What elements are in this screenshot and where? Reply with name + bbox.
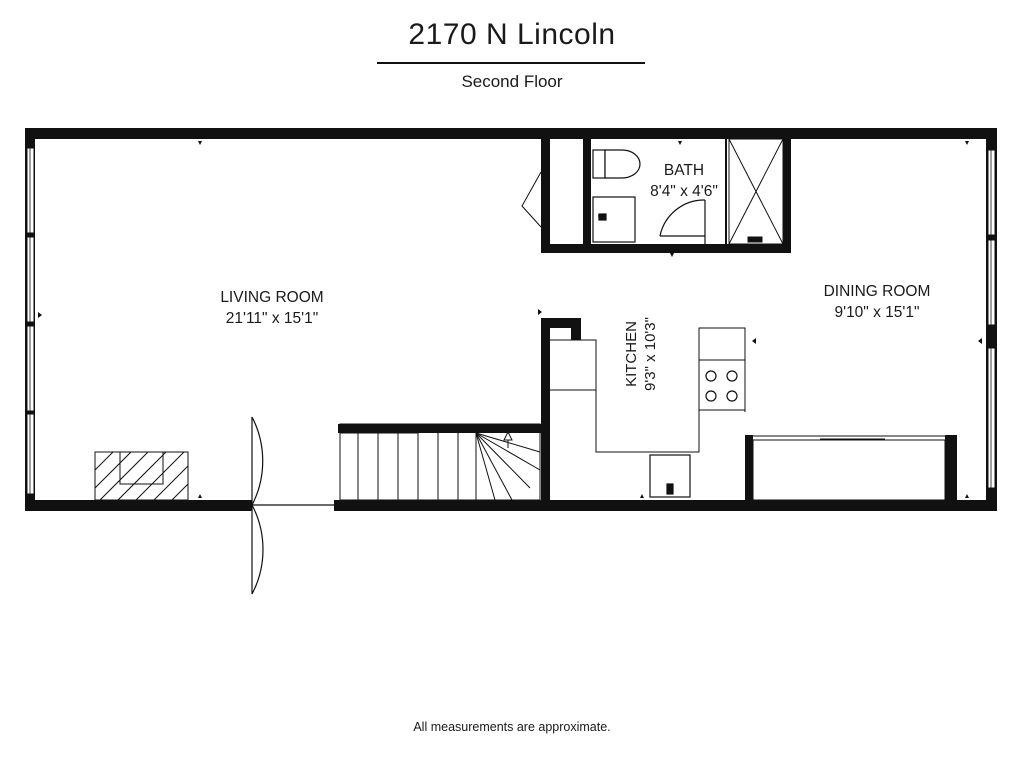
entry-door bbox=[251, 416, 334, 595]
title-underline bbox=[377, 62, 645, 64]
room-name: KITCHEN bbox=[623, 321, 640, 387]
toilet bbox=[592, 149, 641, 179]
windows bbox=[26, 147, 996, 495]
room-size: 9'10" x 15'1" bbox=[834, 304, 919, 321]
bath-sink bbox=[592, 196, 636, 243]
kitchen-sink bbox=[649, 454, 691, 498]
room-label-living: LIVING ROOM 21'11" x 15'1" bbox=[220, 289, 323, 327]
room-label-kitchen: KITCHEN 9'3" x 10'3" bbox=[623, 317, 659, 391]
fireplace bbox=[94, 451, 189, 501]
markers bbox=[38, 141, 982, 498]
floor-plan-title: 2170 N Lincoln bbox=[408, 18, 616, 51]
bath-walls bbox=[541, 137, 791, 253]
room-size: 8'4" x 4'6" bbox=[650, 183, 718, 200]
stove bbox=[705, 370, 738, 402]
kitchen-cabinets bbox=[550, 327, 746, 453]
measurements-disclaimer: All measurements are approximate. bbox=[413, 720, 611, 734]
shower bbox=[728, 138, 784, 245]
bath-door bbox=[659, 199, 706, 244]
room-name: DINING ROOM bbox=[824, 283, 931, 300]
room-size: 21'11" x 15'1" bbox=[226, 310, 318, 327]
room-label-dining: DINING ROOM 9'10" x 15'1" bbox=[824, 283, 931, 321]
closet-slider bbox=[752, 435, 946, 501]
closet-door bbox=[521, 164, 548, 228]
room-size: 9'3" x 10'3" bbox=[642, 317, 659, 391]
interior-walls bbox=[338, 318, 957, 508]
stairs bbox=[339, 423, 541, 501]
room-name: LIVING ROOM bbox=[220, 289, 323, 306]
room-name: BATH bbox=[664, 162, 704, 179]
room-label-bath: BATH 8'4" x 4'6" bbox=[650, 162, 718, 200]
floor-label: Second Floor bbox=[461, 72, 563, 91]
